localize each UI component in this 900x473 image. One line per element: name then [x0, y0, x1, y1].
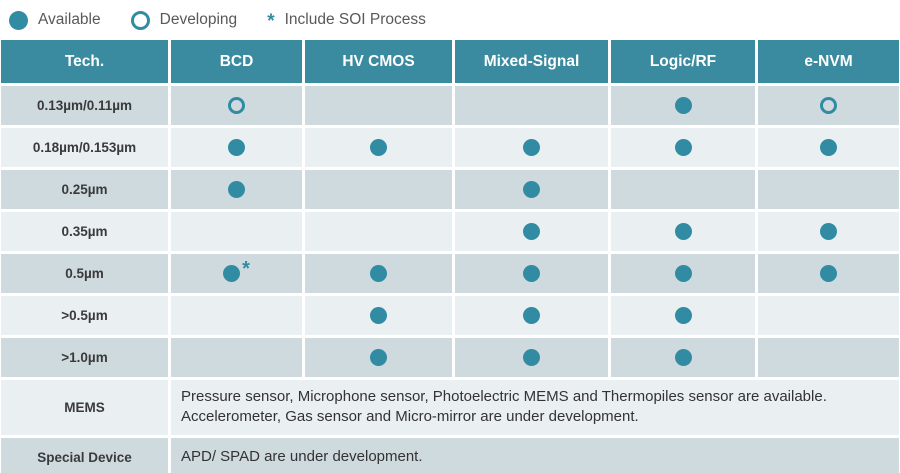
- available-dot-icon: [370, 307, 387, 324]
- available-dot-icon: [523, 307, 540, 324]
- availability-cell: [305, 86, 452, 125]
- available-dot-icon: [370, 349, 387, 366]
- available-dot-icon: [674, 349, 692, 366]
- availability-cell: [611, 212, 755, 251]
- availability-cell: [305, 296, 452, 335]
- available-dot-icon: [9, 10, 28, 30]
- availability-cell: [758, 296, 899, 335]
- availability-cell: [305, 128, 452, 167]
- availability-cell: [758, 170, 899, 209]
- availability-cell: [455, 170, 608, 209]
- availability-cell: [455, 128, 608, 167]
- available-dot-icon: [523, 265, 540, 282]
- developing-circle-icon: [228, 97, 245, 114]
- available-dot-icon: [228, 139, 245, 156]
- description-cell: Pressure sensor, Microphone sensor, Phot…: [171, 380, 899, 435]
- available-dot-icon: [674, 307, 692, 324]
- availability-cell: [171, 338, 302, 377]
- column-header-e-nvm: e-NVM: [758, 40, 899, 83]
- availability-cell: [611, 86, 755, 125]
- availability-cell: [758, 338, 899, 377]
- row-label: MEMS: [1, 380, 168, 435]
- availability-cell: [171, 296, 302, 335]
- row-label: 0.5µm: [1, 254, 168, 293]
- column-header-hv-cmos: HV CMOS: [305, 40, 452, 83]
- row-label: >1.0µm: [1, 338, 168, 377]
- available-dot-icon: [674, 265, 692, 282]
- available-dot-icon: [820, 223, 837, 240]
- legend-item-developing: Developing: [130, 10, 238, 30]
- developing-circle-icon: [820, 97, 837, 114]
- column-header-tech-: Tech.: [1, 40, 168, 83]
- available-dot-icon: [523, 349, 540, 366]
- availability-cell: [758, 254, 899, 293]
- availability-cell: [305, 212, 452, 251]
- availability-cell: [758, 86, 899, 125]
- legend-available-label: Available: [38, 11, 101, 28]
- availability-cell: [455, 296, 608, 335]
- availability-cell: [455, 212, 608, 251]
- column-header-bcd: BCD: [171, 40, 302, 83]
- row-label: >0.5µm: [1, 296, 168, 335]
- developing-circle-icon: [130, 10, 150, 30]
- availability-cell: [171, 128, 302, 167]
- available-dot-icon: [523, 139, 540, 156]
- available-dot-icon: [820, 265, 837, 282]
- legend: Available Developing * Include SOI Proce…: [0, 0, 900, 40]
- availability-cell: [611, 296, 755, 335]
- availability-cell: *: [171, 254, 302, 293]
- available-dot-icon: [370, 139, 387, 156]
- availability-cell: [305, 254, 452, 293]
- available-dot-icon: [228, 181, 245, 198]
- row-label: 0.13µm/0.11µm: [1, 86, 168, 125]
- available-dot-icon: [523, 223, 540, 240]
- row-label: Special Device: [1, 437, 168, 473]
- legend-item-available: Available: [9, 10, 101, 30]
- availability-cell: [758, 212, 899, 251]
- legend-developing-label: Developing: [159, 11, 238, 28]
- availability-cell: [171, 212, 302, 251]
- available-dot-icon: [223, 265, 241, 282]
- column-header-mixed-signal: Mixed-Signal: [455, 40, 608, 83]
- available-dot-icon: [674, 223, 692, 240]
- description-line: APD/ SPAD are under development.: [181, 448, 423, 466]
- availability-cell: [171, 170, 302, 209]
- available-dot-icon: [674, 97, 692, 114]
- availability-cell: [611, 128, 755, 167]
- row-label: 0.35µm: [1, 212, 168, 251]
- available-dot-icon: [523, 181, 540, 198]
- availability-cell: [611, 254, 755, 293]
- availability-cell: [611, 338, 755, 377]
- asterisk-icon: *: [267, 11, 275, 32]
- row-label: 0.25µm: [1, 170, 168, 209]
- availability-cell: [455, 254, 608, 293]
- availability-cell: [758, 128, 899, 167]
- column-header-logic-rf: Logic/RF: [611, 40, 755, 83]
- availability-cell: [611, 170, 755, 209]
- availability-cell: [455, 86, 608, 125]
- legend-item-soi: * Include SOI Process: [267, 11, 426, 32]
- availability-cell: [305, 338, 452, 377]
- description-line: Accelerometer, Gas sensor and Micro-mirr…: [181, 408, 639, 426]
- availability-cell: [455, 338, 608, 377]
- description-cell: APD/ SPAD are under development.: [171, 437, 899, 473]
- available-dot-icon: [674, 139, 692, 156]
- availability-cell: [171, 86, 302, 125]
- legend-soi-label: Include SOI Process: [284, 11, 426, 28]
- row-label: 0.18µm/0.153µm: [1, 128, 168, 167]
- availability-cell: [305, 170, 452, 209]
- available-dot-icon: [370, 265, 387, 282]
- description-line: Pressure sensor, Microphone sensor, Phot…: [181, 388, 827, 405]
- available-dot-icon: [820, 139, 837, 156]
